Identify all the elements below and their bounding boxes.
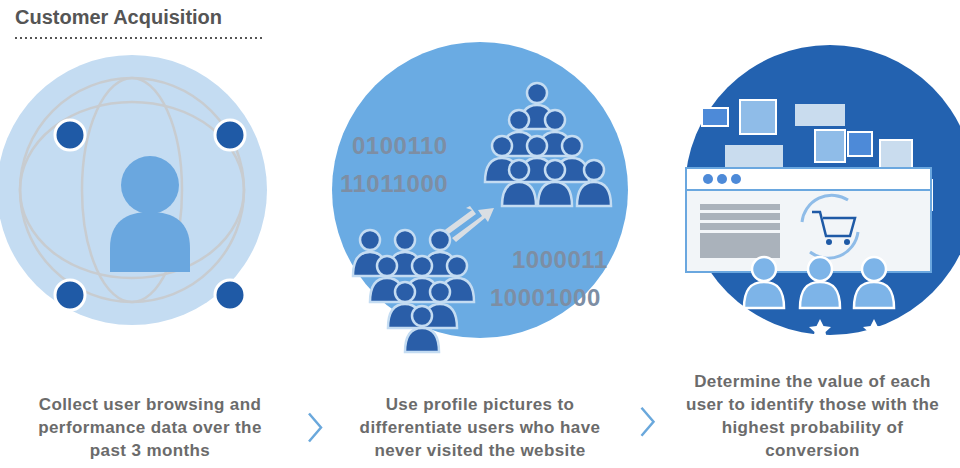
chevron-connector — [295, 414, 335, 442]
user-groups-illustration — [332, 42, 628, 352]
step-caption: Use profile pictures to differentiate us… — [339, 393, 621, 462]
chevron-connector — [625, 408, 670, 436]
diagram-title: Customer Acquisition — [15, 6, 222, 29]
step-caption: Determine the value of each user to iden… — [677, 370, 949, 462]
binary-code: 10001000 — [490, 284, 601, 312]
globe-illustration — [0, 55, 267, 325]
step-caption: Collect user browsing and performance da… — [19, 393, 281, 462]
step-node: Determine the value of each user to iden… — [670, 50, 955, 468]
binary-code: 0100110 — [352, 132, 448, 160]
title-underline — [15, 37, 262, 39]
step-node: Collect user browsing and performance da… — [5, 50, 295, 468]
conversion-illustration — [685, 45, 960, 340]
binary-code: 1000011 — [512, 246, 608, 274]
binary-code: 11011000 — [340, 170, 448, 198]
